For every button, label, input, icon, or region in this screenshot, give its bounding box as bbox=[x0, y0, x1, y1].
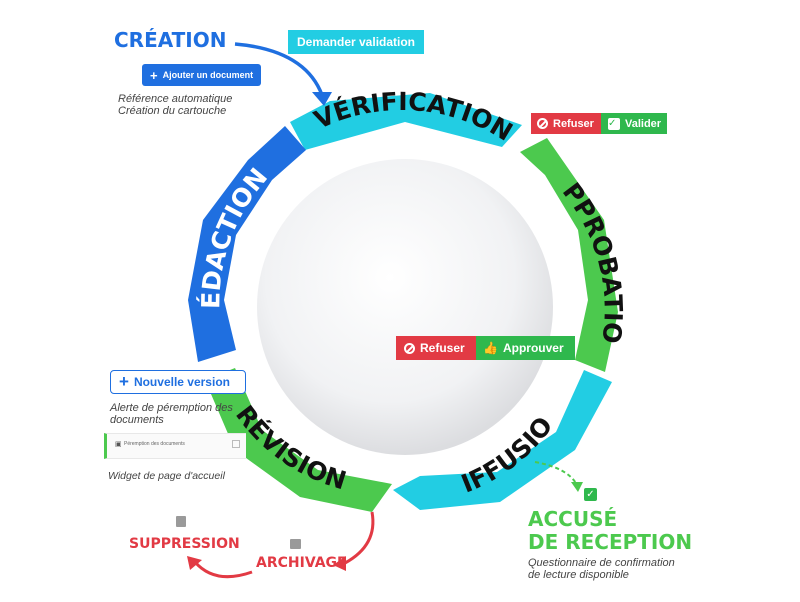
accuse-notes: Questionnaire de confirmation de lecture… bbox=[528, 557, 675, 581]
trash-icon bbox=[176, 516, 186, 527]
request-validation-label: Demander validation bbox=[296, 35, 416, 49]
widget-caption: Widget de page d'accueil bbox=[108, 470, 225, 482]
archive-box-icon bbox=[290, 539, 301, 549]
refuse-label-approbation: Refuser bbox=[420, 341, 465, 355]
accuse-note-line2: de lecture disponible bbox=[528, 569, 629, 581]
accuse-check-icon: ✓ bbox=[584, 488, 597, 501]
segment-revision bbox=[205, 368, 392, 512]
refuse-button-approbation[interactable]: Refuser bbox=[396, 336, 476, 360]
creation-note-line2: Création du cartouche bbox=[118, 105, 227, 117]
ban-icon bbox=[537, 118, 548, 129]
widget-title: Péremption des documents bbox=[124, 441, 185, 447]
add-document-button[interactable]: + Ajouter un document bbox=[142, 64, 261, 86]
center-sphere bbox=[257, 159, 553, 455]
creation-arrow bbox=[234, 42, 324, 96]
revision-notes: Alerte de péremption des documents bbox=[110, 402, 233, 426]
segment-diffusion bbox=[393, 370, 612, 510]
creation-notes: Référence automatique Création du cartou… bbox=[118, 93, 232, 117]
request-validation-button[interactable]: Demander validation bbox=[288, 30, 424, 54]
approve-label: Approuver bbox=[502, 341, 564, 355]
stage-archivage-title: ARCHIVAGE bbox=[256, 555, 347, 571]
suppression-arrow bbox=[193, 560, 253, 579]
accuse-title-line2: DE RECEPTION bbox=[528, 530, 693, 554]
segment-approbation bbox=[520, 138, 618, 372]
suppression-arrow-head bbox=[187, 556, 202, 570]
accuse-note-line1: Questionnaire de confirmation bbox=[528, 557, 675, 569]
plus-icon: + bbox=[150, 67, 158, 83]
accuse-arrow bbox=[534, 461, 578, 486]
creation-note-line1: Référence automatique bbox=[118, 93, 233, 105]
thumbs-up-icon: 👍 bbox=[483, 341, 498, 355]
stage-creation-title: CRÉATION bbox=[114, 28, 227, 52]
segment-redaction bbox=[188, 126, 306, 362]
widget-corner-icon bbox=[232, 440, 240, 448]
revision-note-line2: documents bbox=[110, 414, 164, 426]
stage-suppression-title: SUPPRESSION bbox=[129, 536, 240, 552]
expiry-widget-thumbnail: ▣ Péremption des documents bbox=[104, 433, 246, 459]
accuse-arrow-head bbox=[571, 482, 583, 492]
archivage-arrow bbox=[344, 511, 375, 565]
widget-doc-icon: ▣ bbox=[115, 441, 122, 448]
refuse-label-verification: Refuser bbox=[553, 117, 594, 130]
archivage-arrow-head bbox=[333, 556, 346, 571]
plus-icon: + bbox=[119, 372, 129, 391]
validate-label: Valider bbox=[625, 117, 662, 130]
stage-accuse-title: ACCUSÉ DE RECEPTION bbox=[528, 508, 692, 554]
add-document-label: Ajouter un document bbox=[162, 70, 254, 80]
approve-button[interactable]: 👍 Approuver bbox=[476, 336, 575, 360]
creation-arrow-head bbox=[312, 92, 332, 106]
ban-icon bbox=[404, 342, 415, 354]
revision-note-line1: Alerte de péremption des bbox=[110, 402, 233, 414]
segment-verification bbox=[290, 93, 522, 150]
refuse-button-verification[interactable]: Refuser bbox=[531, 113, 601, 134]
new-version-label: Nouvelle version bbox=[133, 375, 230, 389]
check-square-icon: ✓ bbox=[608, 117, 620, 130]
validate-button[interactable]: ✓ Valider bbox=[601, 113, 667, 134]
accuse-title-line1: ACCUSÉ bbox=[528, 507, 618, 531]
new-version-button[interactable]: + Nouvelle version bbox=[110, 370, 246, 394]
